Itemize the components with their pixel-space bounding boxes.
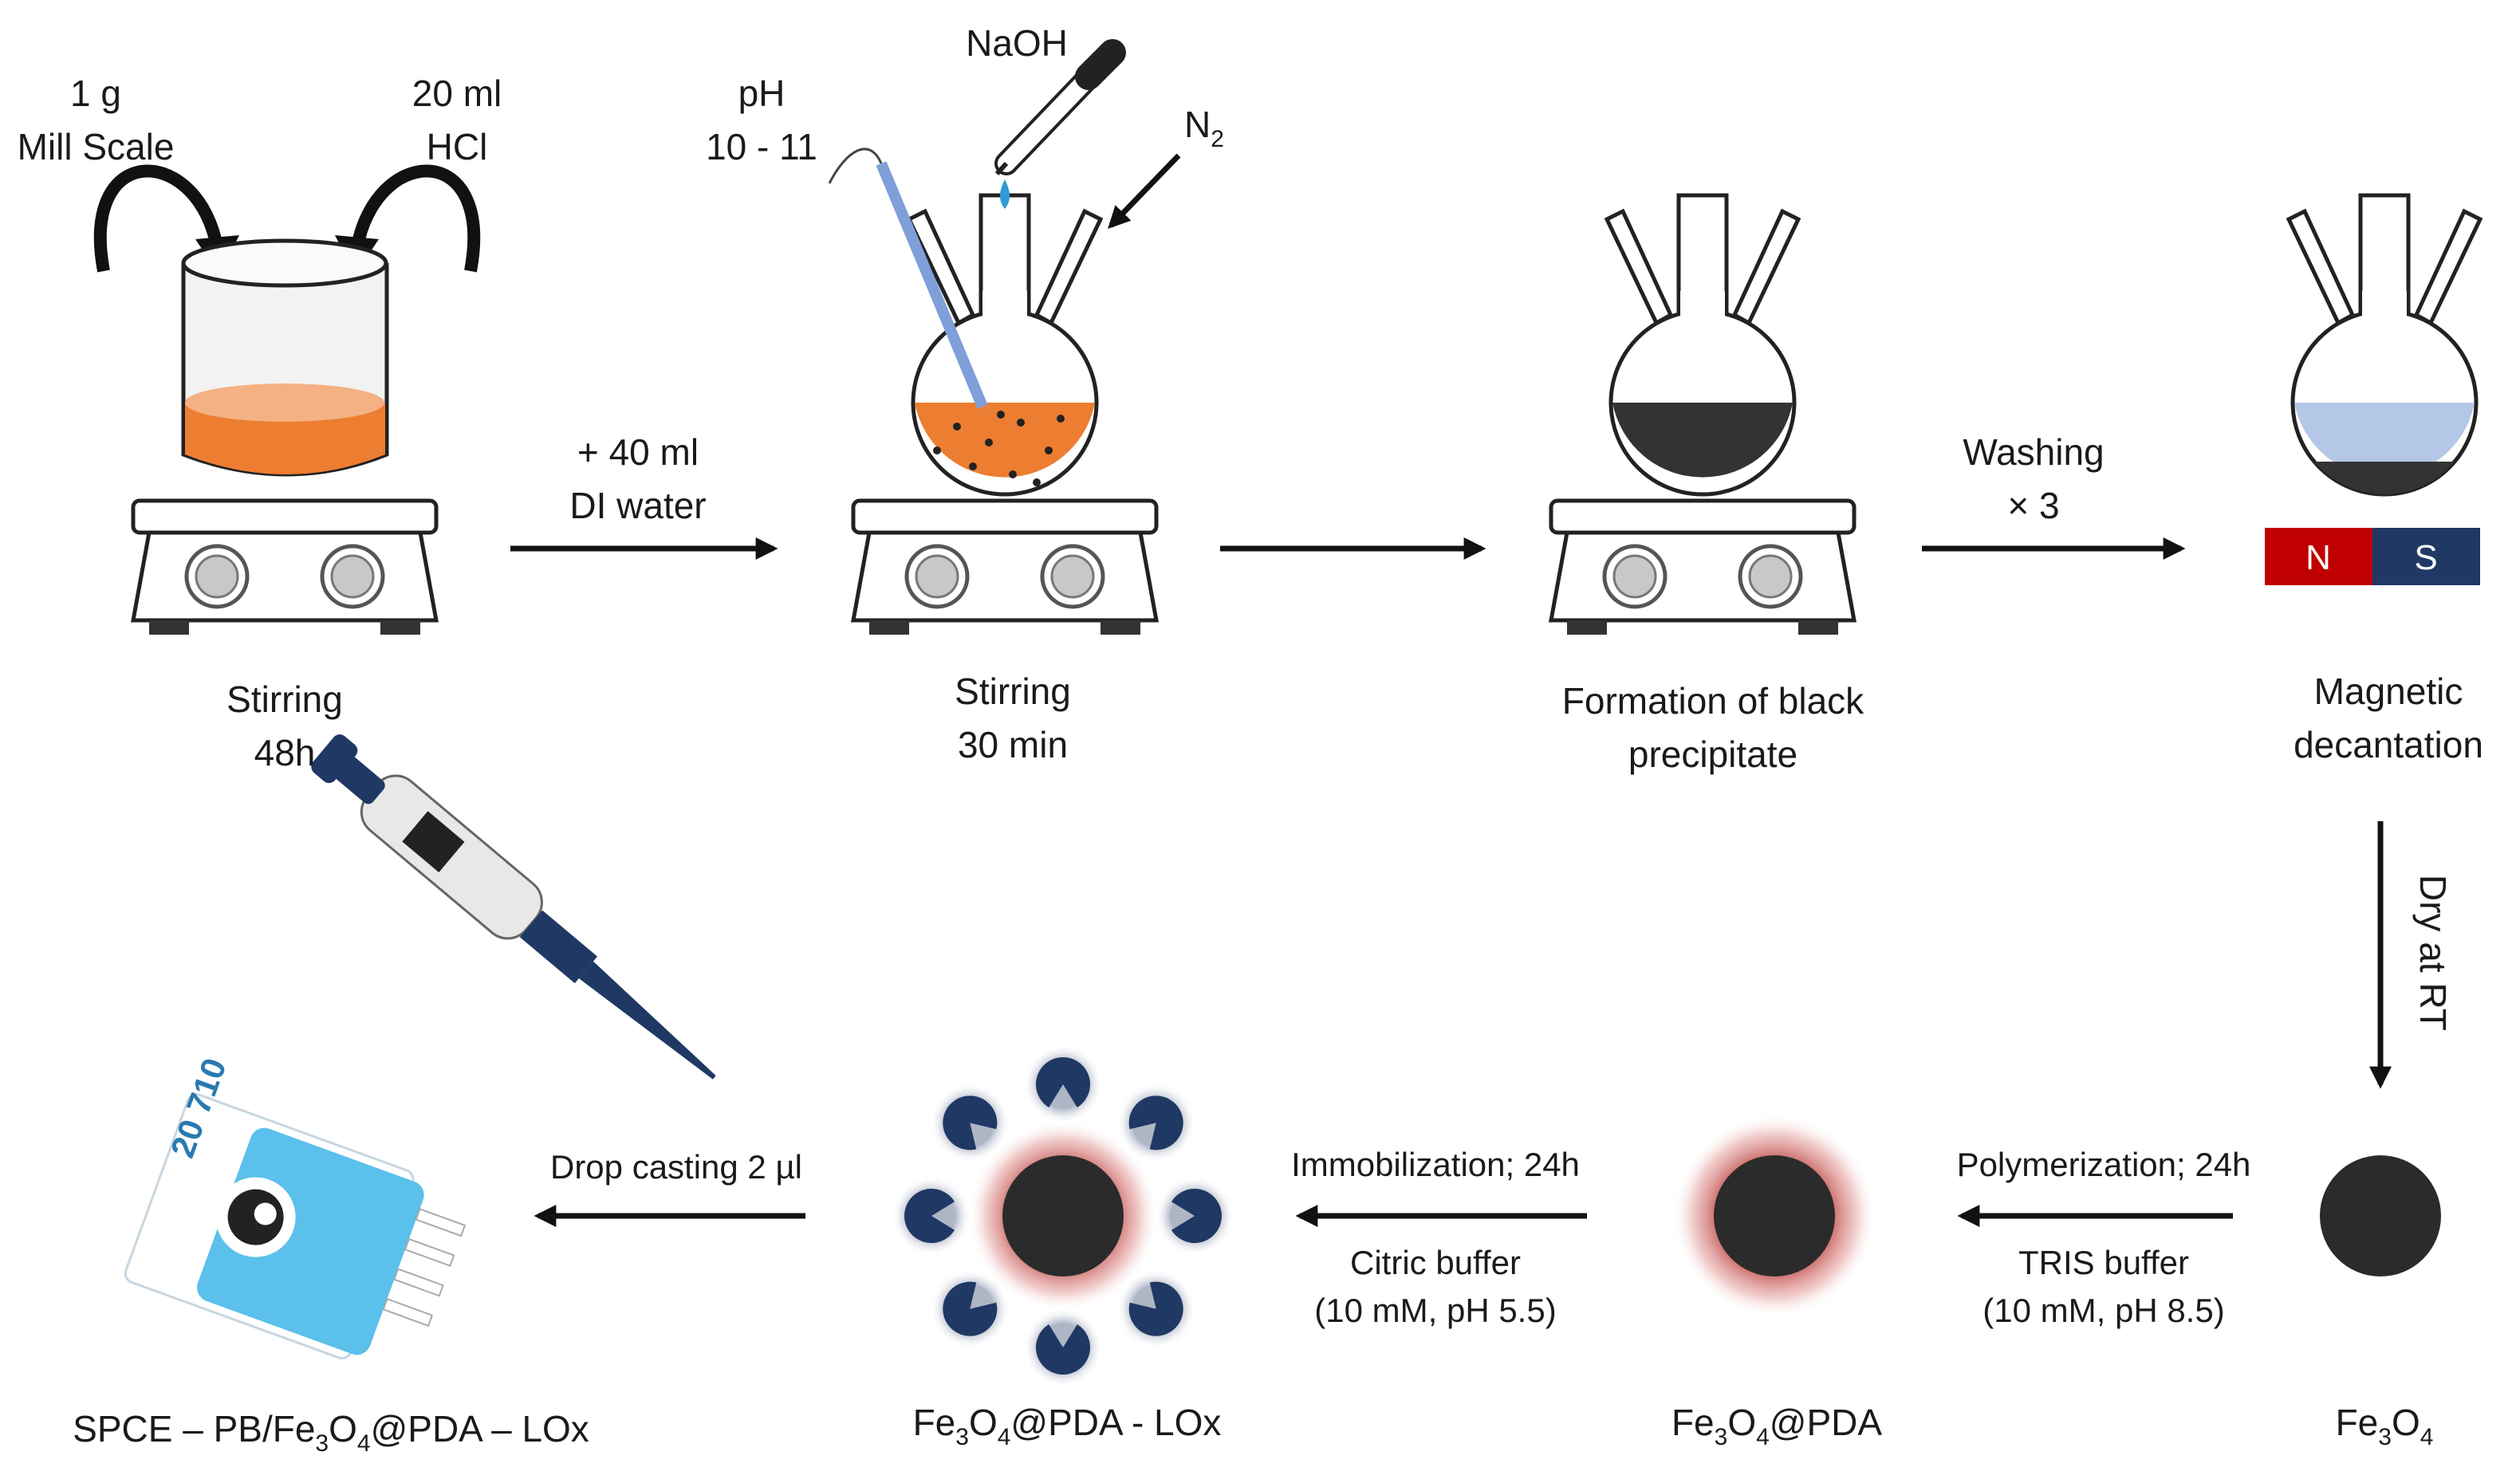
n2-label: N2: [1184, 104, 1224, 152]
sensor-strip-icon: 20 710: [124, 1053, 467, 1360]
spce-label: SPCE – PB/Fe3O4@PDA – LOx: [73, 1408, 589, 1457]
left-curved-arrow-icon: [93, 164, 222, 273]
fe3o4-pda-particle: [1672, 1114, 1876, 1318]
lox-enzyme-icon: [1036, 1057, 1091, 1107]
lox-enzyme-icon: [943, 1281, 998, 1336]
polymerization-label-3: (10 mM, pH 8.5): [1983, 1292, 2224, 1329]
washing-label-1: Washing: [1963, 431, 2104, 473]
hcl-label-1: 20 ml: [412, 73, 502, 114]
polymerization-label-1: Polymerization; 24h: [1957, 1146, 2251, 1183]
lox-enzyme-icon: [1036, 1324, 1090, 1375]
fe3o4-pda-lox-particle: [892, 1044, 1234, 1387]
mill-scale-label-2: Mill Scale: [18, 126, 175, 167]
ph-probe-icon: [876, 161, 988, 409]
magnet-n-label: N: [2305, 538, 2331, 577]
di-water-label-2: DI water: [569, 485, 706, 526]
decantation-label-1: Magnetic: [2314, 671, 2463, 712]
n2-arrow: [1108, 153, 1181, 230]
beaker-group: [93, 164, 481, 635]
stirring-30min-label-2: 30 min: [958, 724, 1068, 765]
dropper-icon: [994, 39, 1126, 176]
hcl-label-2: HCl: [427, 126, 488, 167]
stirring-30min-label-1: Stirring: [955, 671, 1071, 712]
naoh-label: NaOH: [966, 22, 1068, 64]
washing-label-2: × 3: [2007, 485, 2059, 526]
right-curved-arrow-icon: [352, 164, 481, 273]
naoh-drop-icon: [1000, 179, 1010, 209]
immobilization-label-3: (10 mM, pH 5.5): [1314, 1292, 1556, 1329]
lox-enzyme-icon: [1128, 1281, 1183, 1336]
lox-enzyme-icon: [943, 1095, 998, 1151]
stirring-48h-label-2: 48h: [254, 732, 316, 773]
drop-casting-label: Drop casting 2 µl: [550, 1148, 802, 1186]
black-precipitate-label-2: precipitate: [1628, 734, 1797, 775]
fe3o4-label: Fe3O4: [2336, 1402, 2434, 1450]
fe3o4-pda-lox-label: Fe3O4@PDA - LOx: [913, 1402, 1222, 1450]
ph-label-2: 10 - 11: [706, 126, 817, 167]
reaction-flask-group: [828, 39, 1181, 635]
fe3o4-pda-label: Fe3O4@PDA: [1671, 1402, 1882, 1450]
stirring-48h-label-1: Stirring: [226, 679, 343, 720]
fe3o4-particle: [2320, 1155, 2441, 1276]
mill-scale-label-1: 1 g: [70, 73, 121, 114]
magnet-icon: N S: [2265, 528, 2480, 585]
ph-label-1: pH: [738, 73, 786, 114]
di-water-label-1: + 40 ml: [577, 431, 699, 473]
lox-enzyme-icon: [904, 1189, 955, 1244]
decantation-flask-group: N S: [2265, 195, 2480, 585]
immobilization-label-2: Citric buffer: [1350, 1244, 1521, 1281]
immobilization-label-1: Immobilization; 24h: [1291, 1146, 1580, 1183]
magnet-s-label: S: [2414, 538, 2437, 577]
precipitate-flask-group: [1551, 195, 1854, 635]
polymerization-label-2: TRIS buffer: [2018, 1244, 2189, 1281]
decantation-label-2: decantation: [2294, 724, 2483, 765]
lox-enzyme-icon: [1171, 1189, 1222, 1243]
lox-enzyme-icon: [1128, 1095, 1183, 1151]
pipette-icon: [311, 734, 716, 1080]
black-precipitate-label-1: Formation of black: [1562, 680, 1864, 722]
dry-at-rt-label: Dry at RT: [2412, 875, 2454, 1031]
